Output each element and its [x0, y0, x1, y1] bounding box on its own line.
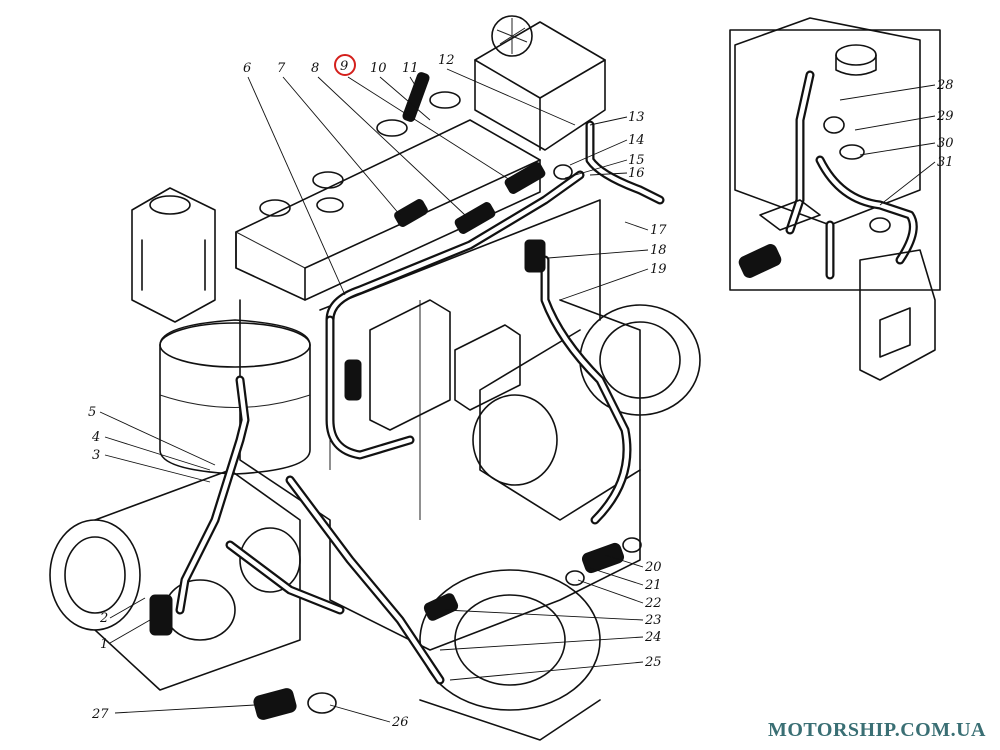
highlight-circle	[334, 54, 356, 76]
callout-16: 16	[628, 166, 645, 181]
callout-15: 15	[628, 153, 645, 168]
callout-25: 25	[644, 655, 662, 670]
inset-detail-drawing	[729, 17, 941, 381]
callout-28: 28	[936, 78, 954, 93]
callout-3: 3	[92, 448, 100, 463]
callout-10: 10	[370, 61, 387, 76]
callout-17: 17	[650, 223, 667, 238]
callout-14: 14	[628, 133, 645, 148]
callout-27: 27	[91, 707, 109, 722]
coolant-hoses	[149, 72, 665, 720]
callout-2: 2	[99, 611, 108, 626]
callout-20: 20	[644, 560, 662, 575]
callout-5: 5	[88, 405, 96, 420]
callout-29: 29	[936, 109, 954, 124]
callout-7: 7	[277, 61, 286, 76]
callout-9: 9	[340, 59, 348, 74]
callout-6: 6	[243, 61, 251, 76]
callout-30: 30	[937, 136, 954, 151]
callout-21: 21	[644, 578, 662, 593]
callout-31: 31	[937, 155, 954, 170]
callout-4: 4	[91, 430, 100, 445]
callout-13: 13	[628, 110, 645, 125]
callout-24: 24	[644, 630, 662, 645]
callout-19: 19	[650, 262, 667, 277]
callout-18: 18	[650, 243, 667, 258]
site-watermark: MOTORSHIP.COM.UA	[767, 719, 986, 741]
callout-labels: 1 2 3 4 5 6 7 8 9 10 11 12 13 14 15 16 1…	[88, 53, 954, 730]
callout-22: 22	[644, 596, 662, 611]
leader-lines	[99, 68, 936, 723]
callout-11: 11	[402, 61, 419, 76]
callout-26: 26	[391, 715, 409, 730]
callout-1: 1	[100, 637, 108, 652]
callout-12: 12	[438, 53, 455, 68]
callout-23: 23	[644, 613, 662, 628]
callout-8: 8	[311, 61, 319, 76]
